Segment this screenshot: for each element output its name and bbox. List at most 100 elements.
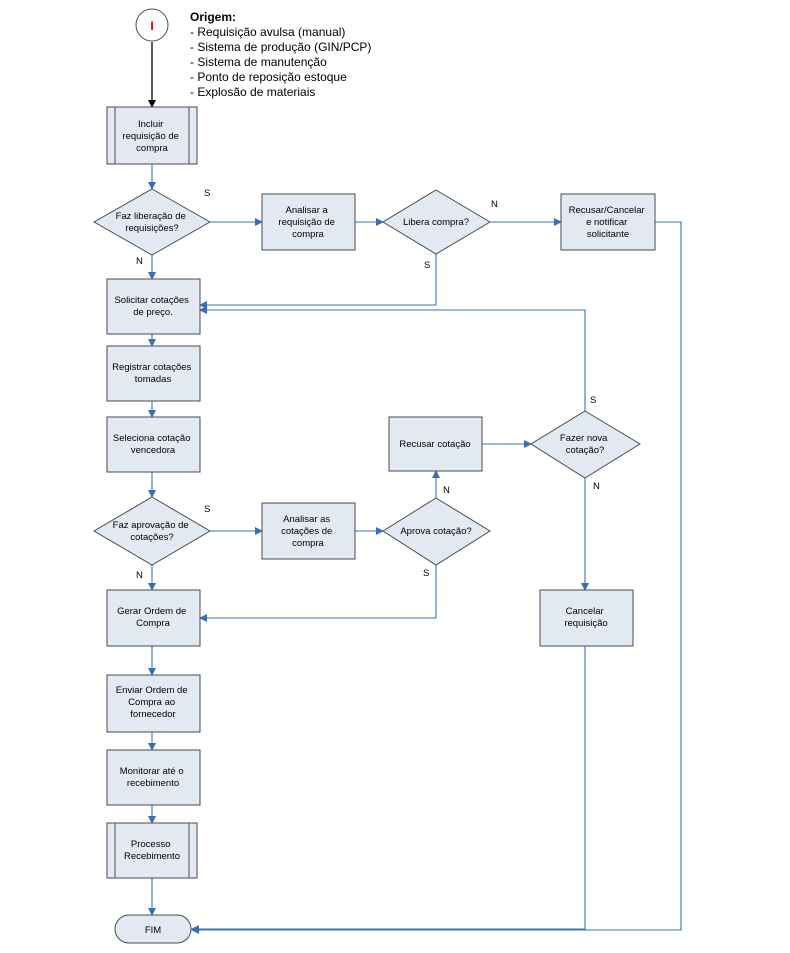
node-analisar-cotacoes: Analisar as cotações de compra [261,502,356,560]
edge-label-libera-sim: S [424,260,430,271]
node-label-line: Recusar/Cancelar [569,205,645,216]
edge-label-aprovacao-nao: N [136,570,143,581]
node-recusar-cotacao: Recusar cotação [388,416,483,472]
origin-item: - Requisição avulsa (manual) [190,25,345,39]
node-registrar-cotacoes: Registrar cotações tomadas [106,345,201,402]
edge-recusar-to-fim [191,221,682,934]
node-label-line: vencedora [131,445,176,456]
svg-text:Gerar Ordem de Compra: Gerar Ordem de Compra [117,606,189,629]
edge-label-nova-sim: S [590,395,596,406]
start-node-label: I [150,19,153,33]
edge-aprova-to-gerar [199,565,437,622]
svg-text:Recusar cotação: Recusar cotação [399,439,470,450]
svg-text:Monitorar até o recebime: Monitorar até o recebimento [120,766,187,789]
node-label-line: Incluir [138,119,163,130]
svg-text:Processo Recebimento: Processo Recebimento [124,839,180,862]
node-label-line: Fazer nova [560,433,608,444]
node-solicitar-cotacoes: Solicitar cotações de preço. [106,278,201,335]
origin-item: - Ponto de reposição estoque [190,70,347,84]
node-label-line: requisição [564,618,607,629]
edge-label-libera-nao: N [491,199,498,210]
node-label-line: cotações de [281,526,332,537]
svg-text:Fazer nova cotação?: Fazer nova cotação? [560,433,610,456]
svg-text:Faz liberação de requisi: Faz liberação de requisições? [116,211,189,234]
node-label-line: requisições? [125,223,178,234]
node-label-line: Compra ao [128,697,175,708]
origin-item: - Explosão de materiais [190,85,315,99]
svg-text:Incluir requisição de: Incluir requisição de compra [122,119,181,154]
svg-text:Solicitar cotações de pr: Solicitar cotações de preço. [114,295,191,318]
node-enviar-ordem-compra: Enviar Ordem de Compra ao fornecedor [106,674,201,733]
origin-note: Origem: - Requisição avulsa (manual) - S… [190,10,371,99]
node-label-line: Recebimento [124,851,180,862]
decision-fazer-nova-cotacao: Fazer nova cotação? [530,410,641,479]
node-label-line: requisição de [122,131,179,142]
node-label-line: Recusar cotação [399,439,470,450]
decision-libera-compra: Libera compra? [382,189,491,255]
node-label-line: Monitorar até o [120,766,184,777]
edge-libera-to-solicitar [199,254,437,309]
node-recusar-cancelar: Recusar/Cancelar e notificar solicitante [560,193,656,251]
node-label-line: Faz aprovação de [113,520,189,531]
svg-text:Analisar as cotações de: Analisar as cotações de compra [281,514,335,549]
origin-item: - Sistema de manutenção [190,55,327,69]
node-incluir-requisicao: Incluir requisição de compra [106,106,198,165]
origin-item: - Sistema de produção (GIN/PCP) [190,40,371,54]
svg-text:Recusar/Cancelar e notif: Recusar/Cancelar e notificar solicitante [569,205,648,240]
node-label-line: compra [292,538,324,549]
svg-text:Cancelar requisição: Cancelar requisição [564,606,607,629]
node-label-line: Analisar as [283,514,330,525]
node-label-line: Cancelar [566,606,604,617]
svg-text:Faz aprovação de cotaçõe: Faz aprovação de cotações? [113,520,192,543]
edge-nova-to-solicitar [199,306,586,411]
edge-labels: S N N S S N S N N S [136,188,600,581]
node-label-line: requisição de [278,217,335,228]
node-label-line: de preço. [133,307,173,318]
node-label-line: e notificar [586,217,627,228]
node-label-line: Seleciona cotação [113,433,191,444]
edge-label-aprovacao-sim: S [204,504,210,515]
svg-text:FIM: FIM [145,925,161,936]
node-label-line: cotação? [566,445,605,456]
edge-label-nova-nao: N [593,481,600,492]
edge-label-aprova-nao: N [443,485,450,496]
node-label-line: fornecedor [130,709,175,720]
edge-label-aprova-sim: S [423,568,429,579]
node-label-line: Faz liberação de [116,211,186,222]
node-label-line: solicitante [587,229,629,240]
origin-title: Origem: [190,10,236,24]
edge-cancelar-to-fim [191,646,586,933]
node-processo-recebimento: Processo Recebimento [106,822,198,879]
node-label-line: tomadas [135,374,172,385]
decision-faz-aprovacao: Faz aprovação de cotações? [93,496,211,566]
svg-text:Seleciona cotação venced: Seleciona cotação vencedora [113,433,193,456]
node-label-line: Gerar Ordem de [117,606,186,617]
node-label-line: Registrar cotações [112,362,191,373]
node-analisar-requisicao: Analisar a requisição de compra [261,193,356,251]
terminator-fim: FIM [114,914,192,944]
svg-text:Libera compra?: Libera compra? [403,217,469,228]
node-label-line: cotações? [130,532,173,543]
edge-label-liberacao-nao: N [136,256,143,267]
node-label-line: FIM [145,925,161,936]
node-label-line: Solicitar cotações [114,295,189,306]
node-gerar-ordem-compra: Gerar Ordem de Compra [106,589,201,647]
node-cancelar-requisicao: Cancelar requisição [539,589,634,647]
node-label-line: Libera compra? [403,217,469,228]
node-label-line: compra [292,229,324,240]
node-label-line: Aprova cotação? [400,526,471,537]
node-label-line: recebimento [127,778,179,789]
node-label-line: compra [136,143,168,154]
node-label-line: Processo [131,839,171,850]
node-label-line: Analisar a [286,205,329,216]
edge-label-liberacao-sim: S [204,188,210,199]
edges [148,42,682,934]
svg-text:Aprova cotação?: Aprova cotação? [400,526,471,537]
decision-faz-liberacao: Faz liberação de requisições? [92,188,212,256]
svg-text:Analisar a requisição de: Analisar a requisição de compra [278,205,337,240]
svg-text:Enviar Ordem de Compra a: Enviar Ordem de Compra ao fornecedor [116,685,190,720]
node-label-line: Compra [136,618,171,629]
decision-aprova-cotacao: Aprova cotação? [382,497,491,566]
node-label-line: Enviar Ordem de [116,685,188,696]
